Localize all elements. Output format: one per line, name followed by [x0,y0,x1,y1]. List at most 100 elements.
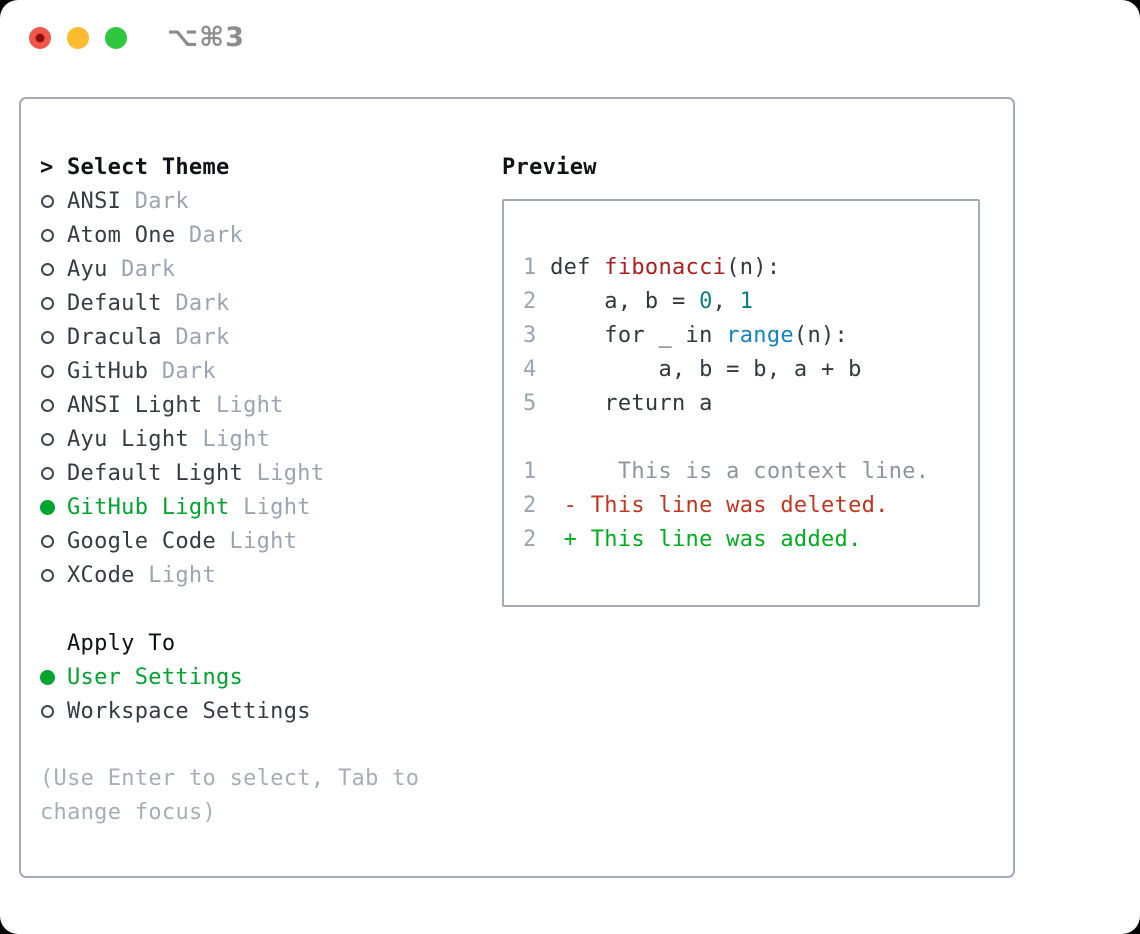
radio-marker [40,704,67,718]
select-theme-title: Select Theme [67,154,230,180]
line-number: 2 [523,526,537,552]
hint-text: (Use Enter to select, Tab to change focu… [40,766,420,825]
theme-option-default[interactable]: Default Dark [40,286,502,320]
theme-variant: Dark [121,188,189,214]
apply-option-user-settings[interactable]: User Settings [40,660,502,694]
radio-marker [40,228,67,242]
theme-variant: Light [188,426,271,452]
theme-option-label: GitHub [67,358,149,384]
radio-icon [41,704,54,718]
radio-icon [41,194,54,208]
radio-selected-icon [40,669,55,685]
theme-option-ayu[interactable]: Ayu Dark [40,252,502,286]
radio-icon [41,466,54,480]
code-segment-code: (n): [793,322,849,348]
theme-option-ayu-light[interactable]: Ayu Light Light [40,422,502,456]
radio-icon [41,364,54,378]
apply-to-title: Apply To [67,630,176,656]
theme-variant: Dark [107,256,176,282]
code-segment-code: a, b = [536,288,700,314]
theme-variant: Dark [175,222,244,248]
radio-icon [41,296,54,310]
code-line: 1 def fibonacci(n): [523,250,978,284]
code-line: 1 This is a context line. [523,454,978,488]
theme-option-label: Default Light [67,460,244,486]
minimize-button-icon[interactable] [67,26,89,49]
code-line: 2 + This line was added. [523,522,978,556]
theme-option-github-light[interactable]: GitHub Light Light [40,490,502,524]
theme-variant: Light [134,562,217,588]
theme-option-github[interactable]: GitHub Dark [40,354,502,388]
radio-icon [41,228,54,242]
traffic-lights [29,26,127,49]
line-number: 2 [523,492,537,518]
code-segment-code: return a [536,390,713,416]
radio-icon [41,330,54,344]
radio-marker [40,534,67,548]
apply-option-workspace-settings[interactable]: Workspace Settings [40,694,502,728]
code-segment-builtin: range [726,322,794,348]
theme-option-label: Google Code [67,528,216,554]
theme-option-dracula[interactable]: Dracula Dark [40,320,502,354]
theme-option-label: XCode [67,562,135,588]
theme-option-ansi-light[interactable]: ANSI Light Light [40,388,502,422]
radio-icon [41,398,54,412]
theme-variant: Dark [148,358,217,384]
theme-variant: Dark [161,290,230,316]
radio-icon [41,568,54,582]
radio-marker [40,466,67,480]
code-line: 4 a, b = b, a + b [523,352,978,386]
theme-variant: Light [229,494,311,520]
radio-marker [40,262,67,276]
radio-selected-icon [40,499,55,515]
radio-marker [40,364,67,378]
code-line: 2 - This line was deleted. [523,488,978,522]
code-segment-added: + This line was added. [536,526,862,552]
code-line: 5 return a [523,386,978,420]
preview-title: Preview [502,154,597,180]
code-segment-deleted: - This line was deleted. [536,492,889,518]
radio-marker [40,432,67,446]
theme-variant: Light [243,460,325,486]
code-segment-code: def [536,254,605,280]
apply-option-label: User Settings [67,664,244,690]
line-number: 1 [523,254,537,280]
theme-option-ansi[interactable]: ANSI Dark [40,184,502,218]
radio-marker [40,398,67,412]
theme-option-xcode[interactable]: XCode Light [40,558,502,592]
preview-section: Preview 1 def fibonacci(n):2 a, b = 0, 1… [502,150,1002,876]
theme-option-label: ANSI Light [67,392,203,418]
theme-option-default-light[interactable]: Default Light Light [40,456,502,490]
zoom-button-icon[interactable] [105,26,127,49]
radio-marker [40,499,67,515]
theme-option-atom-one[interactable]: Atom One Dark [40,218,502,252]
code-line: 2 a, b = 0, 1 [523,284,978,318]
theme-option-label: ANSI [67,188,122,214]
theme-option-label: Dracula [67,324,162,350]
radio-marker [40,194,67,208]
spacer [40,592,502,626]
theme-option-google-code[interactable]: Google Code Light [40,524,502,558]
radio-icon [41,432,54,446]
theme-option-label: Ayu Light [67,426,189,452]
radio-icon [41,534,54,548]
theme-option-label: Default [67,290,162,316]
theme-variant: Light [216,528,298,554]
code-segment-func: fibonacci [604,254,727,280]
radio-marker [40,296,67,310]
radio-marker [40,669,67,685]
code-segment-code: for _ in [536,322,727,348]
code-line: 3 for _ in range(n): [523,318,978,352]
close-button-icon[interactable] [29,26,51,49]
line-number: 5 [523,390,537,416]
select-theme-header: >Select Theme [40,150,502,184]
code-segment-code: a, b = b, a + b [536,356,862,382]
unsaved-dot-icon [35,33,45,42]
code-segment-code: , [712,288,740,314]
